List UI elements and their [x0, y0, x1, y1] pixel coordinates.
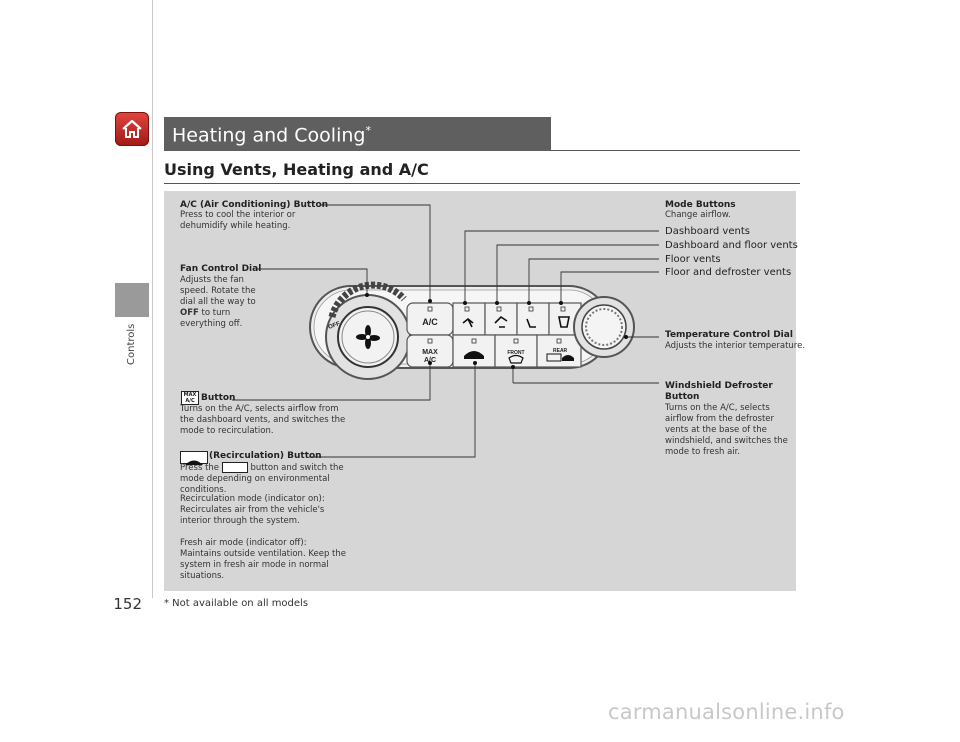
- home-button[interactable]: [115, 112, 149, 146]
- title-rule: [551, 150, 800, 151]
- floor-defrost-leader: [560, 271, 659, 303]
- car-icon: [185, 460, 203, 465]
- defrost-callout-body: Turns on the A/C, selects airflow from t…: [665, 403, 788, 457]
- fan-callout-body: Adjusts the fan speed. Rotate the dial a…: [180, 275, 256, 329]
- page-title: Heating and Cooling*: [172, 124, 371, 147]
- mode-dashboard-floor-vents: Dashboard and floor vents: [665, 240, 798, 251]
- recirculation-inline-icon: [221, 462, 248, 473]
- margin-divider: [152, 0, 153, 598]
- dash-floor-leader: [496, 244, 659, 303]
- dash-floor-icon: [494, 315, 508, 328]
- mode-floor-defroster-vents: Floor and defroster vents: [665, 267, 792, 278]
- page-number: 152: [113, 595, 142, 613]
- temp-callout-title: Temperature Control Dial: [665, 330, 793, 340]
- ac-callout-body: Press to cool the interior or dehumidify…: [180, 210, 296, 231]
- recirc-callout-body: Press the button and switch the mode dep…: [180, 462, 344, 495]
- recirc-leader: [309, 363, 476, 458]
- fan-leader: [256, 268, 368, 295]
- max-label: MAX: [422, 349, 438, 356]
- ac-leader: [321, 204, 431, 301]
- dash-leader: [464, 230, 659, 303]
- footnote-mark: *: [365, 124, 371, 137]
- recirculation-callout-icon: [180, 451, 208, 465]
- front-defrost-icon: [508, 354, 524, 364]
- off-mark: OFF: [328, 321, 342, 331]
- floor-leader: [528, 258, 659, 303]
- recirc-on-text: Recirculation mode (indicator on):Recirc…: [180, 494, 325, 526]
- dash-vent-icon: [462, 317, 474, 328]
- rear-defrost-button: [536, 334, 582, 368]
- title-bar: [164, 117, 551, 151]
- recirc-callout-title: (Recirculation) Button: [209, 451, 322, 461]
- front-label: FRONT: [507, 350, 524, 356]
- home-icon: [122, 119, 142, 138]
- mode-floor-vents: Floor vents: [665, 254, 721, 265]
- climate-control-diagram: OFF A/C MAX A/C FRONT REAR: [232, 204, 659, 458]
- front-defrost-button: [494, 334, 538, 368]
- section-side-label: Controls: [126, 323, 137, 365]
- mode-callout-title: Mode Buttons: [665, 200, 736, 210]
- section-rule: [164, 183, 800, 184]
- climate-control-figure: [164, 191, 796, 591]
- watermark: carmanualsonline.info: [608, 700, 845, 724]
- ac-label: A/C: [422, 317, 438, 327]
- footnote: * Not available on all models: [164, 598, 309, 609]
- recirc-off-text: Fresh air mode (indicator off):Maintains…: [180, 538, 347, 581]
- section-tab[interactable]: [115, 283, 149, 317]
- rear-defrost-icon: [546, 353, 562, 362]
- recirculation-icon: [464, 351, 484, 359]
- max-leader: [232, 363, 431, 401]
- mode-dashboard-vents: Dashboard vents: [665, 226, 750, 237]
- max-ac-label: A/C: [424, 357, 436, 364]
- off-text: OFF: [180, 308, 199, 318]
- mode-callout-body: Change airflow.: [665, 210, 731, 220]
- max-ac-callout-body: Turns on the A/C, selects airflow from t…: [180, 404, 346, 436]
- ac-callout-title: A/C (Air Conditioning) Button: [180, 200, 329, 210]
- rear-label: REAR: [553, 348, 568, 354]
- floor-vent-icon: [526, 318, 536, 328]
- max-ac-callout-title: Button: [201, 393, 236, 403]
- defrost-callout-title: Windshield Defroster Button: [665, 381, 773, 402]
- section-heading: Using Vents, Heating and A/C: [164, 160, 429, 179]
- fan-icon: [356, 325, 380, 349]
- fan-callout-title: Fan Control Dial: [180, 264, 262, 274]
- temp-callout-body: Adjusts the interior temperature.: [665, 341, 806, 351]
- floor-defrost-icon: [558, 316, 570, 328]
